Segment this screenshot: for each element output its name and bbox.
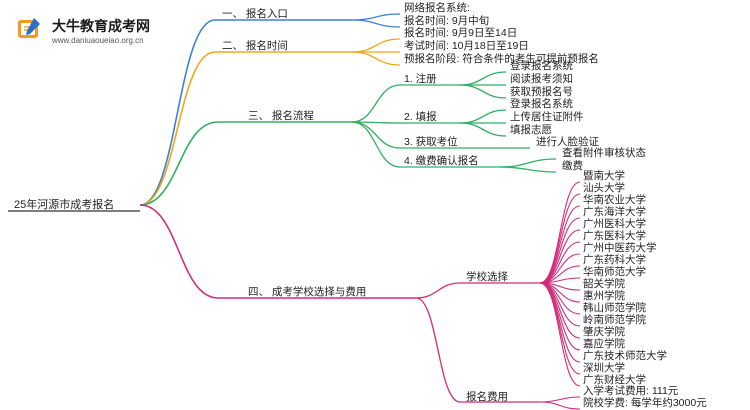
connector-fill-leaf-1 (459, 109, 507, 124)
connector-school-3 (539, 205, 581, 284)
connector-b1-c2 (351, 19, 401, 28)
school-16: 广东技术师范大学 (583, 350, 667, 362)
site-logo: 大牛教育成考网 www.daniuaoueiao.org.cn (8, 12, 188, 52)
branch-2-child-3: 预报名阶段: 符合条件的考生可提前预报名 (404, 53, 599, 65)
branch-2-child-2: 考试时间: 10月18日至19日 (404, 40, 529, 52)
step-get-seat: 3. 获取考位 (404, 136, 458, 148)
pay-leaf-1: 查看附件审核状态 (562, 147, 646, 159)
branch-2-child-1: 报名时间: 9月9日至14日 (404, 27, 518, 39)
logo-title: 大牛教育成考网 (52, 18, 150, 34)
school-2: 汕头大学 (583, 182, 625, 194)
connector-b1-c1 (351, 13, 401, 21)
school-4: 广东海洋大学 (583, 206, 646, 218)
fee-leaf-2: 院校学费: 每学年约3000元 (583, 397, 707, 409)
fill-leaf-2: 上传居住证附件 (510, 111, 584, 123)
school-11: 惠州学院 (583, 290, 625, 302)
connector-pay-leaf-2 (499, 166, 557, 173)
connector-b2-c3 (351, 51, 401, 66)
connector-school-4 (539, 217, 581, 284)
connector-school-2 (539, 193, 581, 284)
connector-branch-1 (139, 19, 216, 206)
step-pay-confirm: 4. 缴费确认报名 (404, 155, 479, 167)
school-3: 华南农业大学 (583, 194, 646, 206)
connector-branch-4 (139, 204, 219, 299)
school-17: 深圳大学 (583, 362, 625, 374)
school-9: 华南师范大学 (583, 266, 646, 278)
connector-branch-2 (139, 51, 216, 206)
school-12: 韩山师范学院 (583, 302, 646, 314)
connector-school-18 (539, 282, 581, 387)
school-14: 肇庆学院 (583, 326, 625, 338)
register-leaf-3: 获取预报名号 (510, 86, 573, 98)
book-pencil-icon (18, 18, 40, 38)
step-fill: 2. 填报 (404, 111, 437, 123)
seat-leaf-1: 进行人脸验证 (536, 136, 599, 148)
school-15: 嘉应学院 (583, 338, 625, 350)
connector-register-leaf-3 (459, 84, 507, 99)
school-1: 暨南大学 (583, 170, 625, 182)
root-topic: 25年河源市成考报名 (14, 199, 115, 211)
branch-3-label: 三、 报名流程 (248, 110, 314, 122)
branch-1-child-1: 网络报名系统: (404, 2, 470, 14)
connector-register-leaf-1 (459, 71, 507, 86)
school-5: 广州医科大学 (583, 218, 646, 230)
connector-school-6 (539, 241, 581, 284)
register-leaf-2: 阅读报考须知 (510, 73, 573, 85)
connector-fee-section (415, 297, 461, 403)
school-10: 韶关学院 (583, 278, 625, 290)
logo-subtitle: www.daniuaoueiao.org.cn (52, 36, 144, 45)
connector-step-pay (351, 121, 401, 168)
pay-leaf-2: 缴费 (562, 160, 583, 172)
school-6: 广东医科大学 (583, 230, 646, 242)
branch-4-label: 四、 成考学校选择与费用 (248, 286, 367, 298)
fee-section: 报名费用 (466, 391, 508, 403)
connector-branch-3 (139, 121, 219, 206)
step-register: 1. 注册 (404, 73, 437, 85)
connector-b2-c1 (351, 38, 401, 53)
branch-2-label: 二、 报名时间 (222, 40, 288, 52)
connector-step-register (351, 84, 401, 123)
branch-1-child-2: 报名时间: 9月中旬 (404, 15, 490, 27)
school-choice: 学校选择 (466, 271, 508, 283)
connector-school-choice (415, 282, 461, 299)
fill-leaf-3: 填报志愿 (510, 124, 552, 136)
connector-fee-leaf-2 (539, 401, 581, 410)
connector-fee-leaf-1 (539, 396, 581, 403)
fee-leaf-1: 入学考试费用: 111元 (583, 385, 679, 397)
connector-fill-leaf-3 (459, 122, 507, 137)
connector-school-17 (539, 282, 581, 375)
branch-1-label: 一、 报名入口 (222, 8, 288, 20)
school-8: 广东药科大学 (583, 254, 646, 266)
connector-pay-leaf-1 (499, 158, 557, 168)
school-13: 岭南师范学院 (583, 314, 646, 326)
register-leaf-1: 登录报名系统 (510, 60, 573, 72)
fill-leaf-1: 登录报名系统 (510, 98, 573, 110)
connector-school-16 (539, 282, 581, 363)
school-7: 广州中医药大学 (583, 242, 657, 254)
school-18: 广东财经大学 (583, 374, 646, 386)
